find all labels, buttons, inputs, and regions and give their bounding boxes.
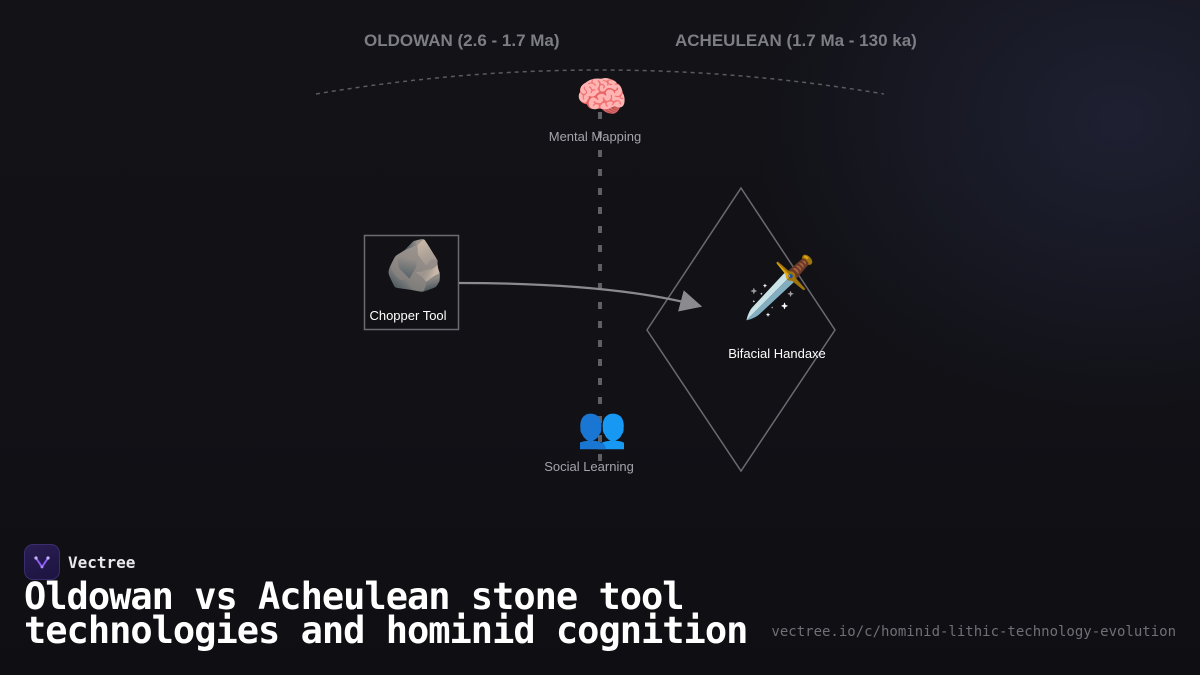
page-url[interactable]: vectree.io/c/hominid-lithic-technology-e… bbox=[771, 624, 1176, 640]
rock-icon: 🪨 bbox=[384, 236, 447, 294]
era-arc bbox=[315, 69, 885, 95]
social-learning-label: Social Learning bbox=[544, 459, 634, 474]
chopper-tool-label: Chopper Tool bbox=[369, 308, 447, 323]
oldowan-era-label: OLDOWAN (2.6 - 1.7 Ma) bbox=[364, 31, 560, 50]
vectree-logo-icon bbox=[24, 544, 60, 580]
page-title: Oldowan vs Acheulean stone tool technolo… bbox=[24, 575, 748, 652]
brain-icon: 🧠 bbox=[575, 72, 629, 121]
brand[interactable]: Vectree bbox=[24, 544, 135, 580]
evolution-arrow bbox=[458, 281, 703, 312]
bifacial-handaxe-label: Bifacial Handaxe bbox=[728, 346, 826, 361]
bifacial-handaxe-diamond bbox=[646, 186, 836, 473]
mental-mapping-label: Mental Mapping bbox=[548, 129, 642, 144]
chopper-tool-box bbox=[363, 234, 460, 331]
brand-name: Vectree bbox=[68, 552, 136, 572]
acheulean-era-label: ACHEULEAN (1.7 Ma - 130 ka) bbox=[675, 31, 917, 50]
people-icon: 👥 bbox=[577, 405, 627, 451]
vectree-logo-mark bbox=[34, 556, 50, 569]
dagger-icon: 🗡️ bbox=[742, 253, 817, 323]
